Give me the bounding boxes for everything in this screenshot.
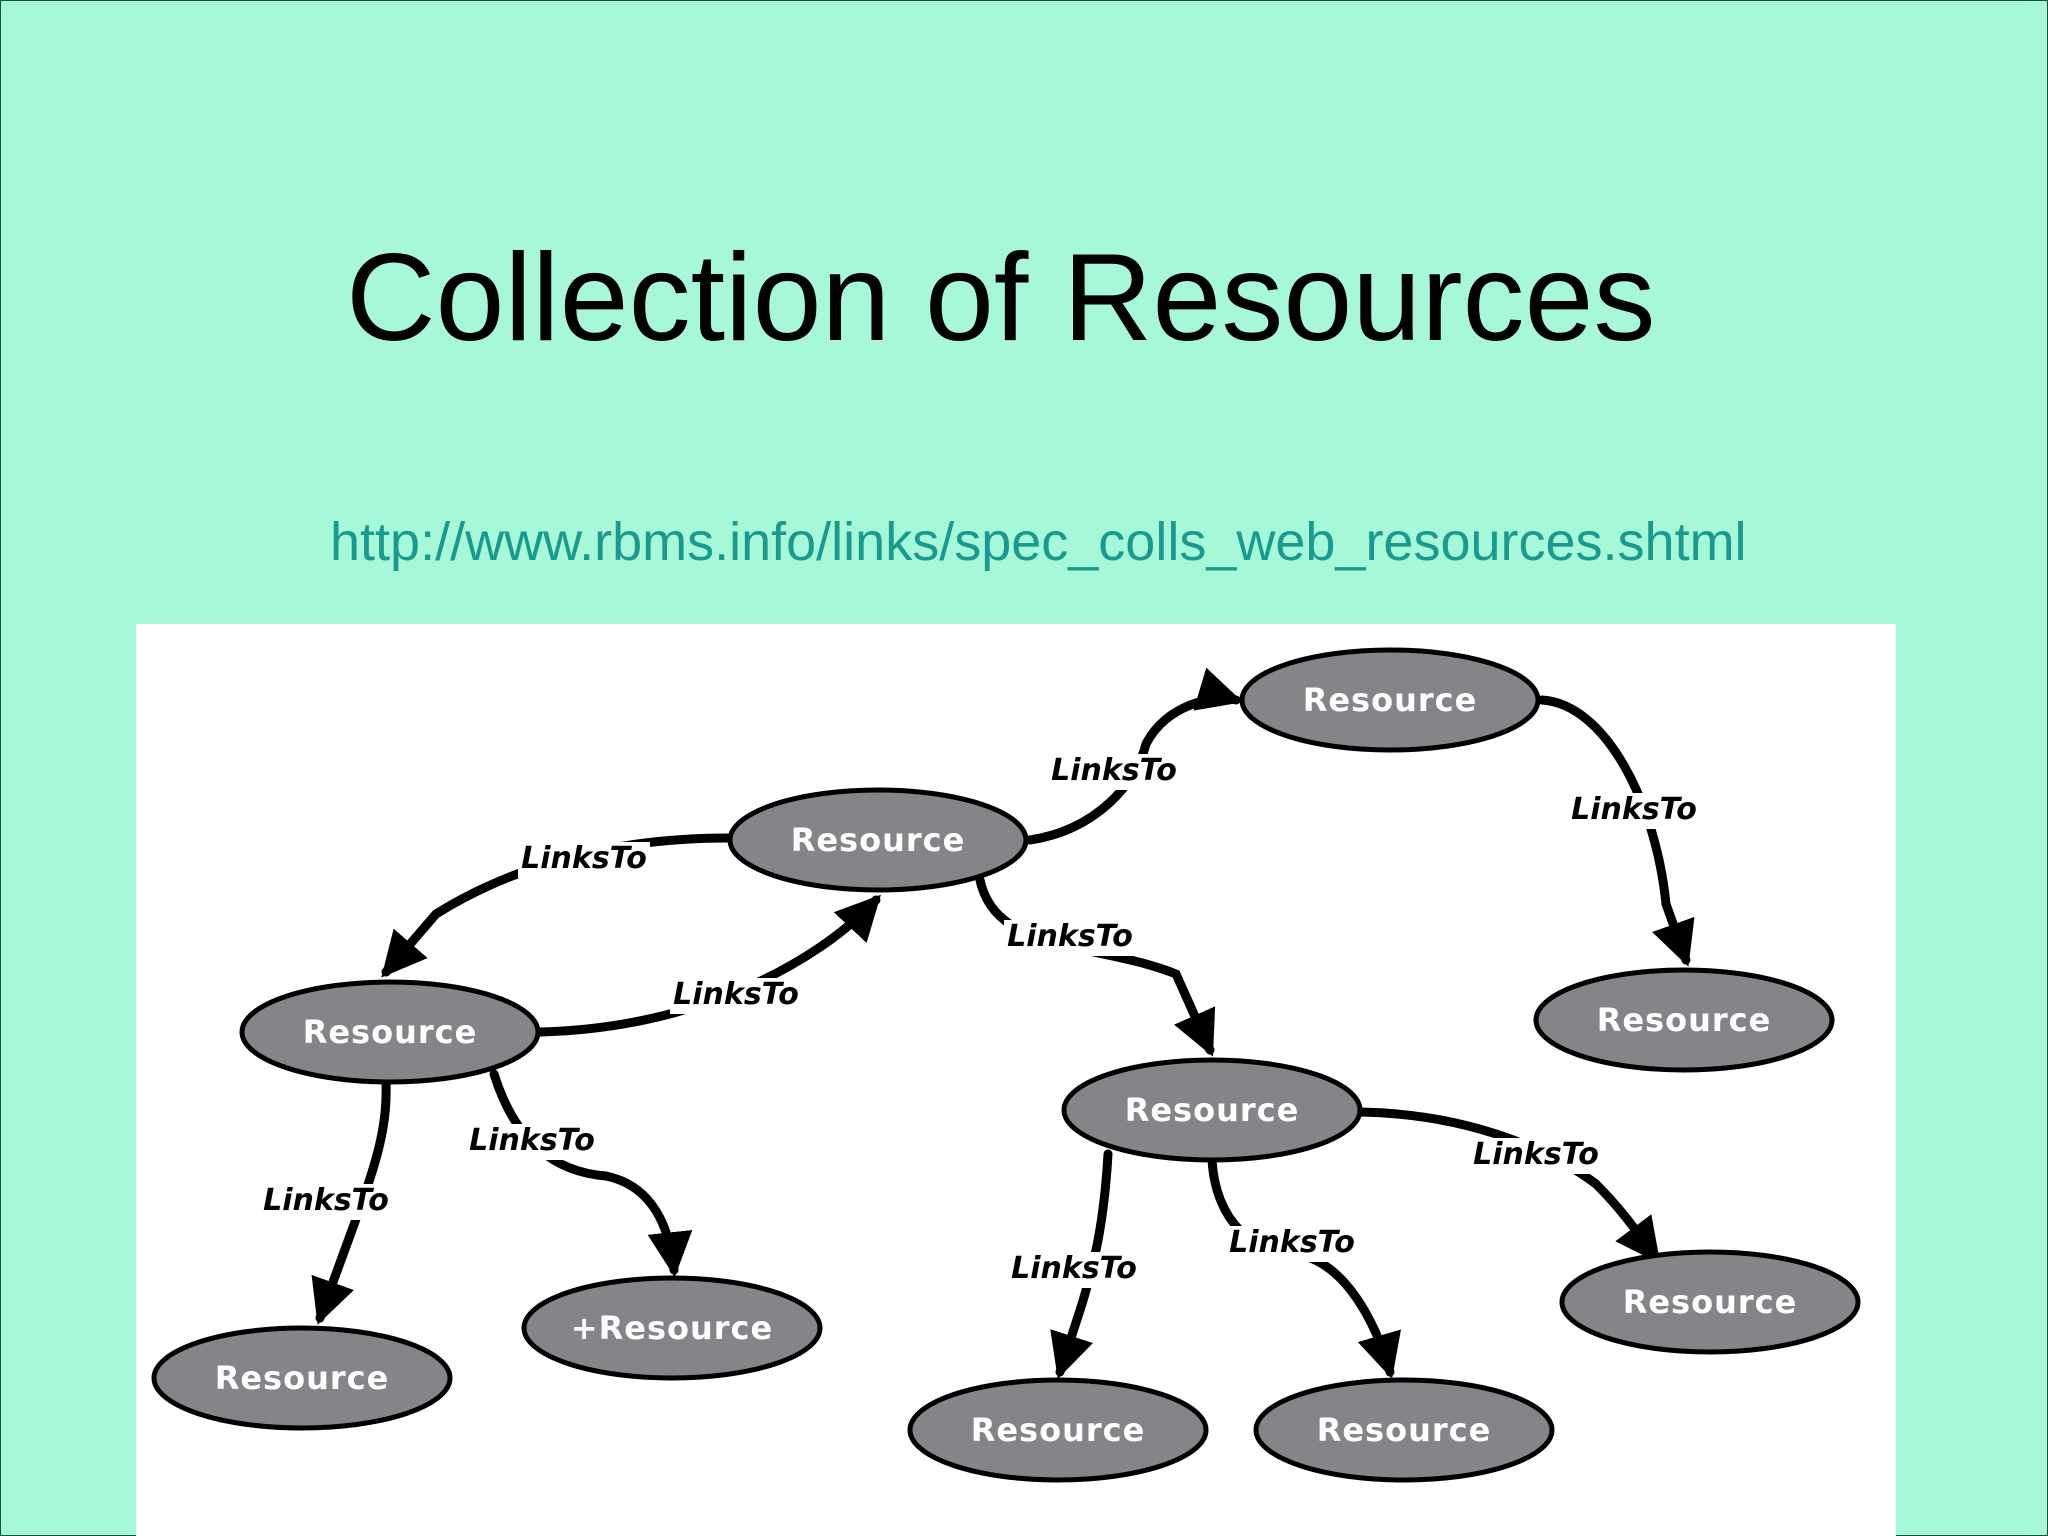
- edge-label-center-to-top-right: LinksTo: [1051, 753, 1177, 788]
- node-label-bottom-mid-left: Resource: [971, 1411, 1146, 1449]
- edge-label-background: [1226, 1226, 1358, 1262]
- slide-title: Collection of Resources: [346, 229, 1656, 367]
- node-mid: [1061, 1057, 1363, 1163]
- node-label-left: Resource: [303, 1013, 478, 1051]
- edge-label-left-to-bottom-left: LinksTo: [263, 1183, 389, 1218]
- edge-label-background: [1048, 754, 1180, 790]
- node-far-right: [1559, 1249, 1861, 1355]
- node-label-plus: +Resource: [571, 1309, 773, 1347]
- edge-label-background: [1004, 920, 1136, 956]
- edge-label-center-to-mid: LinksTo: [1007, 919, 1133, 954]
- node-label-top-right: Resource: [1303, 681, 1478, 719]
- edge-label-background: [1008, 1252, 1140, 1288]
- node-left: [239, 979, 541, 1085]
- edge-label-background: [260, 1184, 392, 1220]
- edge-label-top-right-to-right-mid: LinksTo: [1571, 792, 1697, 827]
- edge-label-center-to-left: LinksTo: [521, 841, 647, 876]
- resource-link[interactable]: http://www.rbms.info/links/spec_colls_we…: [330, 512, 1747, 572]
- node-bottom-mid-right: [1253, 1377, 1555, 1483]
- node-bottom-left: [151, 1325, 453, 1431]
- edge-label-background: [1568, 793, 1700, 829]
- edge-label-mid-to-bottom-mid-right: LinksTo: [1229, 1225, 1355, 1260]
- edge-arrow-mid-to-bottom-mid-left: [1050, 1149, 1113, 1379]
- edge-arrow-center-to-mid: [975, 875, 1216, 1057]
- edge-label-background: [466, 1124, 598, 1160]
- node-label-right-mid: Resource: [1597, 1001, 1772, 1039]
- node-label-far-right: Resource: [1623, 1283, 1798, 1321]
- edge-arrow-center-to-top-right: [1025, 667, 1243, 845]
- node-label-mid: Resource: [1125, 1091, 1300, 1129]
- edge-arrow-left-to-bottom-left: [311, 1077, 391, 1325]
- edge-label-mid-to-bottom-mid-left: LinksTo: [1011, 1251, 1137, 1286]
- node-right-mid: [1533, 967, 1835, 1073]
- edge-label-left-to-center: LinksTo: [673, 977, 799, 1012]
- node-top-right: [1239, 647, 1541, 753]
- edge-label-mid-to-far-right: LinksTo: [1473, 1137, 1599, 1172]
- edge-label-background: [670, 978, 802, 1014]
- node-label-bottom-left: Resource: [215, 1359, 390, 1397]
- edge-label-left-to-plus: LinksTo: [469, 1123, 595, 1158]
- edge-label-background: [1470, 1138, 1602, 1174]
- edge-arrow-left-to-plus: [489, 1069, 693, 1278]
- edge-label-background: [518, 842, 650, 878]
- edge-arrow-top-right-to-right-mid: [1537, 695, 1695, 967]
- node-label-center: Resource: [791, 821, 966, 859]
- node-center: [727, 787, 1029, 893]
- edge-arrow-mid-to-far-right: [1355, 1107, 1661, 1264]
- node-plus: [521, 1275, 823, 1381]
- resource-graph: LinksToLinksToLinksToLinksToLinksToLinks…: [151, 647, 1861, 1483]
- node-bottom-mid-left: [907, 1377, 1209, 1483]
- edge-arrow-mid-to-bottom-mid-right: [1207, 1155, 1402, 1379]
- node-label-bottom-mid-right: Resource: [1317, 1411, 1492, 1449]
